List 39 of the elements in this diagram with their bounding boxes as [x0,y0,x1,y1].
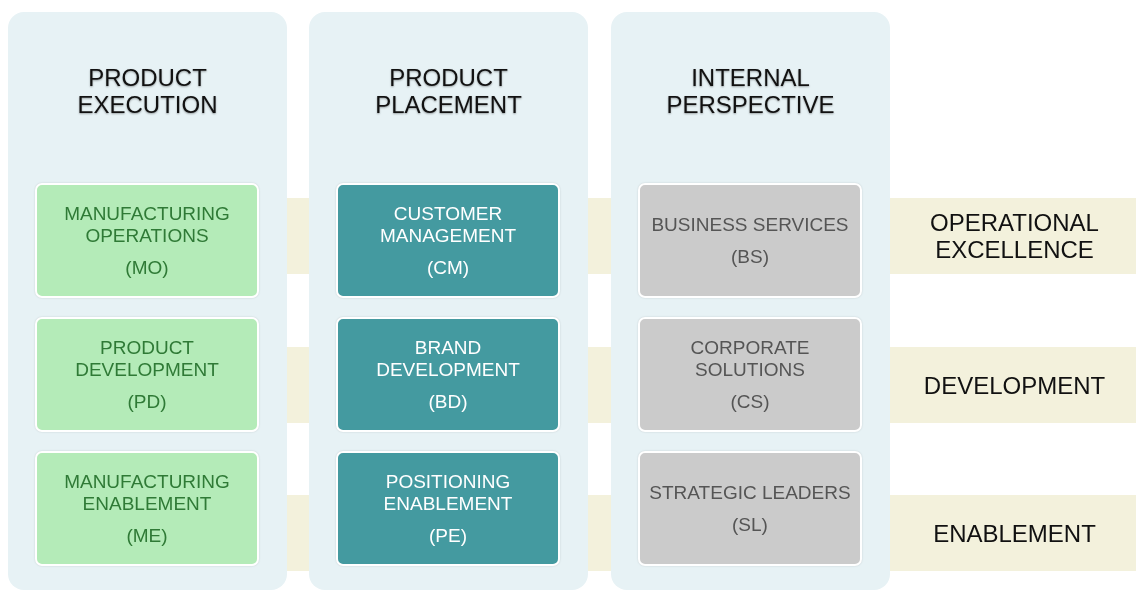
row-label: ENABLEMENT [932,518,1097,549]
category-box [336,183,560,298]
category-name: CORPORATE SOLUTIONS [689,336,811,381]
category-box [638,317,862,432]
category-code: (SL) [731,513,769,536]
category-code: (BD) [427,390,469,413]
category-box [336,317,560,432]
category-box [336,451,560,566]
category-code: (CS) [729,390,771,413]
column-panel [611,12,890,590]
category-name: POSITIONING ENABLEMENT [382,470,514,515]
category-code: (ME) [125,524,169,547]
category-name: PRODUCT DEVELOPMENT [74,336,220,381]
category-box [35,317,259,432]
category-name: CUSTOMER MANAGEMENT [378,202,518,247]
category-code: (BS) [730,245,770,268]
category-code: (PD) [126,390,168,413]
category-name: MANUFACTURING ENABLEMENT [63,470,231,515]
category-name: BRAND DEVELOPMENT [375,336,521,381]
column-panel [309,12,588,590]
category-box [35,183,259,298]
row-band [889,347,1136,423]
category-box [638,183,862,298]
row-label: OPERATIONAL EXCELLENCE [929,208,1100,265]
category-code: (PE) [428,524,468,547]
row-band [889,198,1136,274]
category-box [35,451,259,566]
category-name: STRATEGIC LEADERS [648,481,852,504]
row-band [889,495,1136,571]
row-label: DEVELOPMENT [922,370,1107,401]
column-panel [8,12,287,590]
category-name: MANUFACTURING OPERATIONS [63,202,231,247]
category-name: BUSINESS SERVICES [650,213,850,236]
category-box [638,451,862,566]
column-heading: PRODUCT PLACEMENT [374,64,523,118]
category-code: (MO) [124,256,170,279]
category-code: (CM) [425,256,471,279]
column-heading: INTERNAL PERSPECTIVE [665,64,836,118]
column-heading: PRODUCT EXECUTION [76,64,219,118]
